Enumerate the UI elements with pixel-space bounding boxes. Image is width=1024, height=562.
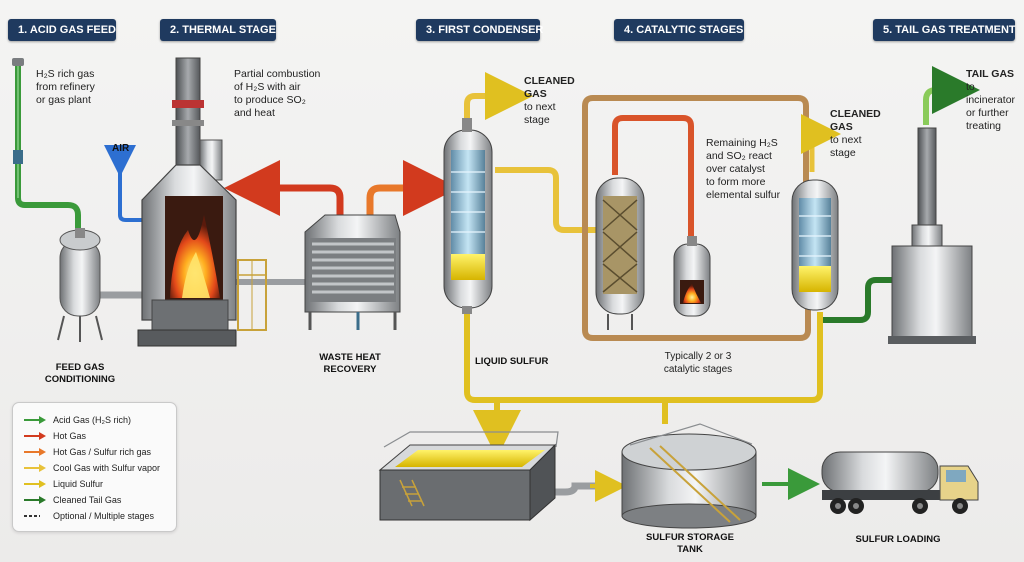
legend-label: Liquid Sulfur [53,479,104,489]
sulfur-pit [378,431,559,522]
legend-row: Liquid Sulfur [23,477,103,491]
air-label: AIR [112,143,130,154]
thermal-note: Partial combustion of H₂S with air to pr… [234,68,321,119]
legend-label: Hot Gas / Sulfur rich gas [53,447,152,457]
feed-conditioning-vessel [57,228,103,342]
legend-row: Optional / Multiple stages [23,509,154,523]
legend-label: Hot Gas [53,431,87,441]
stage-title-3: 3. FIRST CONDENSER [416,19,543,41]
cleaned-gas-pipe-1 [464,72,533,120]
first-condenser [443,118,493,314]
hot-sulfur-gas-pipe [366,160,459,216]
liquid-sulfur-header [464,312,823,403]
tail-gas-unit [888,127,976,344]
label-feed-conditioning: FEED GAS CONDITIONING [44,362,116,385]
stage-title-4: 4. CATALYTIC STAGES [614,19,744,41]
condenser-to-catalytic-pipe [495,167,596,233]
label-sulfur-storage: SULFUR STORAGE TANK [646,532,734,555]
label-waste-heat: WASTE HEAT RECOVERY [319,352,381,375]
hot-gas-pipe [224,160,344,216]
legend-row: Cleaned Tail Gas [23,493,121,507]
legend-row: Hot Gas / Sulfur rich gas [23,445,151,459]
legend-swatch [24,448,46,456]
stage-title-2: 2. THERMAL STAGE [160,19,276,41]
legend-swatch [24,464,46,472]
tail-gas-out-pipe [923,66,980,125]
catalytic-bottom-loop [582,245,811,341]
legend-swatch [24,515,40,517]
feed-note: H₂S rich gas from refinery or gas plant [36,68,95,106]
legend-label: Acid Gas (H₂S rich) [53,415,132,425]
legend-swatch [24,416,46,424]
legend-swatch [24,480,46,488]
tail-gas-pipe [822,277,900,323]
sulfur-truck [821,451,979,514]
label-sulfur-loading: SULFUR LOADING [855,534,941,545]
catalytic-note: Remaining H₂S and SO₂ react over catalys… [706,137,781,201]
sulfur-storage-tank [621,423,757,529]
catalytic-hot-loop [582,95,809,245]
legend-swatch [24,496,46,504]
legend-row: Hot Gas [23,429,86,443]
legend-row: Cool Gas with Sulfur vapor [23,461,160,475]
legend-label: Optional / Multiple stages [53,511,155,521]
legend-label: Cool Gas with Sulfur vapor [53,463,161,473]
catalytic-reactor-1 [595,177,645,330]
catalytic-red-loop [612,115,694,238]
reheater [673,236,711,317]
thermal-reactor [137,57,267,347]
typically-note: Typically 2 or 3 catalytic stages [663,351,733,375]
label-liquid-sulfur: LIQUID SULFUR [475,356,549,367]
tail-gas-note: TAIL GAS to incinerator or further treat… [966,68,1016,132]
catalytic-reactor-2 [791,179,839,311]
cleaned-gas-note-1: CLEANED GAS to next stage [524,75,575,126]
legend-row: Acid Gas (H₂S rich) [23,413,131,427]
legend-label: Cleaned Tail Gas [53,495,122,505]
acid-gas-feed-pipe [12,58,81,235]
pit-to-tank-pipe [530,482,612,496]
air-arrow [104,145,142,222]
stage-title-5: 5. TAIL GAS TREATMENT [873,19,1016,41]
legend-swatch [24,432,46,440]
waste-heat-boiler [304,214,401,330]
cleaned-gas-note-2: CLEANED GAS to next stage [830,108,881,159]
stage-title-1: 1. ACID GAS FEED [8,19,116,41]
cleaned-gas-pipe-2 [801,114,841,172]
